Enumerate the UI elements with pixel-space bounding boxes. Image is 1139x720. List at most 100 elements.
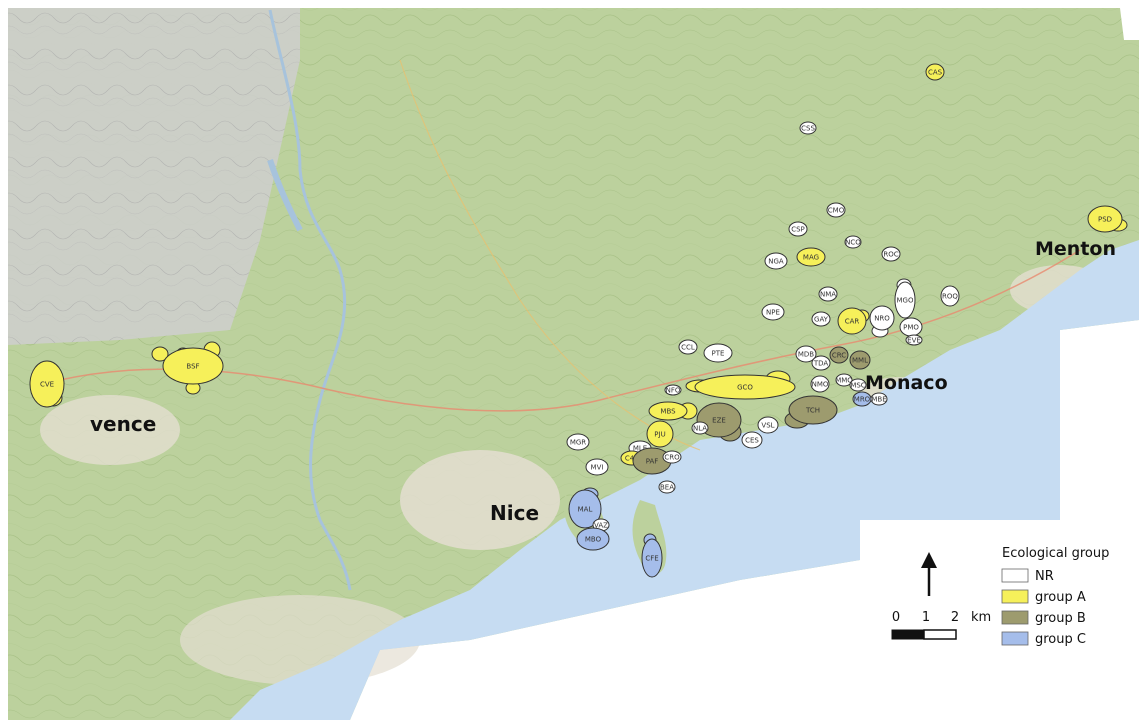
site-label: MRO <box>854 396 871 404</box>
site-label: CAS <box>928 69 943 77</box>
site-cas[interactable]: CAS <box>925 63 945 81</box>
site-label: CVE <box>40 381 54 389</box>
site-shape <box>835 373 853 387</box>
scale-unit: km <box>971 610 991 625</box>
site-mag[interactable]: MAG <box>796 247 826 267</box>
site-label: ROC <box>883 251 898 259</box>
site-shape <box>881 246 901 262</box>
legend-label: group C <box>1035 632 1086 647</box>
site-tch[interactable]: TCH <box>788 395 838 425</box>
site-roq[interactable]: ROQ <box>940 285 960 307</box>
site-mro[interactable]: MRO <box>852 391 872 407</box>
site-label: NFO <box>666 387 681 395</box>
site-nma[interactable]: NMA <box>818 286 838 302</box>
site-mbo[interactable]: MBO <box>576 527 610 551</box>
site-label: TDA <box>813 360 829 368</box>
city-label-menton: Menton <box>1035 238 1116 260</box>
site-label: MVI <box>591 464 604 472</box>
site-gay[interactable]: GAY <box>811 311 831 327</box>
site-mgo[interactable]: MGO <box>894 281 916 319</box>
site-shape <box>837 307 867 335</box>
site-shape <box>788 221 808 237</box>
site-shape <box>568 489 602 529</box>
site-pmo[interactable]: PMO <box>899 317 923 337</box>
site-csp[interactable]: CSP <box>788 221 808 237</box>
site-cmo[interactable]: CMO <box>826 202 846 218</box>
site-bea[interactable]: BEA <box>658 480 676 494</box>
legend-item: group A <box>1001 589 1086 605</box>
site-bsf[interactable]: BSF <box>162 347 224 385</box>
site-pju[interactable]: PJU <box>646 420 674 448</box>
city-label-vence: vence <box>90 412 156 436</box>
site-shape <box>761 303 785 321</box>
site-label: NMO <box>812 381 829 389</box>
site-cve[interactable]: CVE <box>29 360 65 408</box>
site-mbs[interactable]: MBS <box>648 401 688 421</box>
var-river-upper <box>267 159 303 232</box>
legend-swatch <box>1001 589 1029 604</box>
road-secondary <box>399 59 701 451</box>
site-ccl[interactable]: CCL <box>678 339 698 355</box>
site-label: BEA <box>660 484 674 492</box>
site-shape <box>925 63 945 81</box>
site-nga[interactable]: NGA <box>764 252 788 270</box>
site-shape <box>646 420 674 448</box>
site-mal[interactable]: MAL <box>568 489 602 529</box>
site-shape <box>799 121 817 135</box>
site-label: CRO <box>664 454 680 462</box>
site-label: PJU <box>654 431 665 439</box>
site-cfe[interactable]: CFE <box>641 538 663 578</box>
site-nla[interactable]: NLA <box>691 421 709 435</box>
site-car[interactable]: CAR <box>837 307 867 335</box>
site-nco[interactable]: NCO <box>844 235 862 249</box>
site-shape <box>648 401 688 421</box>
site-shape <box>566 433 590 451</box>
site-gco[interactable]: GCO <box>694 374 796 400</box>
site-tda[interactable]: TDA <box>811 355 831 371</box>
site-shape <box>703 343 733 363</box>
scale-bar: 0 1 2 km <box>891 610 991 640</box>
site-mbe[interactable]: MBE <box>870 392 888 406</box>
site-shape <box>870 392 888 406</box>
site-pte[interactable]: PTE <box>703 343 733 363</box>
site-label: MAG <box>803 254 819 262</box>
site-label: NRO <box>874 315 890 323</box>
site-shape <box>810 375 830 393</box>
site-cro[interactable]: CRO <box>662 450 682 464</box>
site-mmo[interactable]: MMO <box>835 373 853 387</box>
site-vsl[interactable]: VSL <box>757 416 779 434</box>
site-label: CRC <box>832 352 846 360</box>
site-msc[interactable]: MSC <box>849 378 867 392</box>
site-mml[interactable]: MML <box>849 350 871 370</box>
site-nfo[interactable]: NFO <box>664 384 682 396</box>
site-label: MML <box>852 357 868 365</box>
legend-label: group A <box>1035 590 1086 605</box>
site-mdb[interactable]: MDB <box>795 345 817 363</box>
site-mgr[interactable]: MGR <box>566 433 590 451</box>
site-shape <box>662 450 682 464</box>
site-ces[interactable]: CES <box>741 431 763 449</box>
site-label: EZE <box>712 417 726 425</box>
site-label: EVE <box>907 337 921 345</box>
site-npe[interactable]: NPE <box>761 303 785 321</box>
city-label-nice: Nice <box>490 501 539 525</box>
site-mvi[interactable]: MVI <box>585 458 609 476</box>
site-shape <box>691 421 709 435</box>
site-css[interactable]: CSS <box>799 121 817 135</box>
site-label: NMA <box>820 291 836 299</box>
site-label: MGO <box>897 297 914 305</box>
site-eve[interactable]: EVE <box>905 334 923 346</box>
site-nmo[interactable]: NMO <box>810 375 830 393</box>
site-roc[interactable]: ROC <box>881 246 901 262</box>
scale-tick-1: 1 <box>922 610 930 625</box>
site-shape <box>757 416 779 434</box>
site-label: MBS <box>660 408 676 416</box>
site-crc[interactable]: CRC <box>829 346 849 364</box>
site-shape <box>795 345 817 363</box>
site-label: CFE <box>645 555 658 563</box>
legend-label: group B <box>1035 611 1086 626</box>
site-nro[interactable]: NRO <box>869 305 895 331</box>
site-label: VAZ <box>594 522 608 530</box>
site-psd[interactable]: PSD <box>1087 205 1123 233</box>
